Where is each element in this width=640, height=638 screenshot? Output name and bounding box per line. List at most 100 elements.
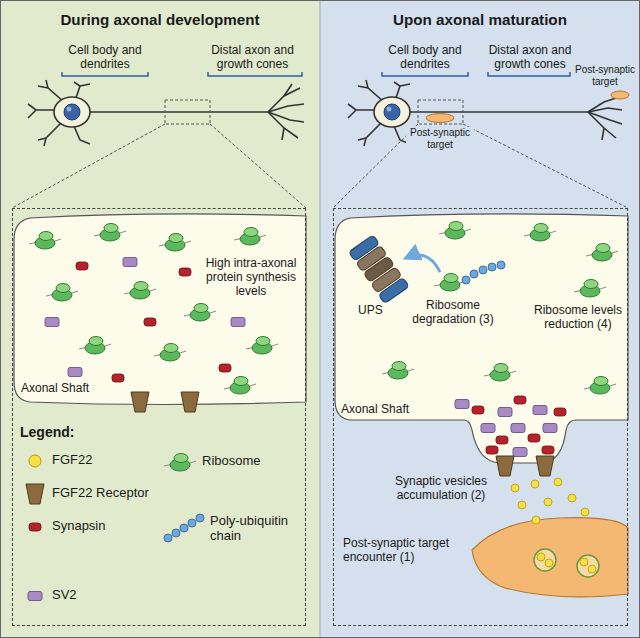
ribosomes: [382, 362, 414, 380]
region-label: Cell body and dendrites: [55, 44, 155, 72]
ribosomes: [484, 364, 516, 382]
post-synaptic-target: [611, 91, 629, 99]
neuron: [358, 122, 382, 140]
legend-symbols: [164, 534, 172, 542]
legend-label: FGF22: [52, 453, 152, 468]
neuron: [284, 84, 292, 96]
legend-symbols: [28, 592, 42, 601]
ribosomes: [29, 224, 278, 395]
neuron: [282, 128, 284, 140]
fgf22-molecules: [532, 516, 540, 524]
region-label: Axonal Shaft: [341, 403, 431, 417]
neuron: [384, 104, 400, 120]
ribosomes: [434, 274, 466, 292]
annotation-text: Post-synaptic target encounter (1): [343, 537, 463, 565]
ribosomes: [159, 234, 191, 252]
fgf22-molecules: [518, 501, 526, 509]
ribosomes: [224, 377, 256, 395]
ribosomes: [586, 244, 618, 262]
fgf22-molecules: [531, 480, 539, 488]
receptors: [536, 456, 554, 476]
zoom-frame: [418, 100, 463, 124]
vesicle-cluster: [498, 408, 512, 417]
post-synaptic-target: [472, 518, 628, 597]
synapsin-proteins: [112, 374, 124, 382]
vesicle-cluster: [554, 408, 566, 416]
ribosomes: [246, 337, 278, 355]
neuron: [394, 82, 400, 98]
neuron: [67, 107, 72, 112]
annotation-text: Ribosome levels reduction (4): [531, 304, 625, 332]
poly-ubiquitin-chain: [470, 270, 478, 278]
legend-symbols: [196, 514, 204, 522]
neuron: [74, 82, 80, 98]
synapsin-proteins: [76, 262, 88, 270]
ribosomes: [184, 304, 216, 322]
region-bracket: [62, 72, 148, 76]
callout-label: UPS: [358, 304, 398, 318]
vesicle-cluster: [486, 446, 498, 454]
fgf22-molecules: [511, 478, 589, 524]
panel: During axonal developmentHigh intra-axon…: [0, 0, 320, 638]
region-bracket: [208, 72, 302, 76]
region-bracket: [488, 72, 570, 76]
ribosomes: [584, 377, 616, 395]
neuron: [74, 126, 90, 144]
region-label: Distal axon and growth cones: [484, 44, 576, 72]
neuron: [364, 138, 366, 146]
poly-ubiquitin-chain: [497, 261, 505, 269]
axonal-shaft: [14, 214, 306, 405]
vesicle-cluster: [455, 400, 469, 409]
neuron: [358, 86, 384, 102]
ribosomes: [79, 337, 111, 355]
ribosomes: [46, 284, 78, 302]
fgf22-vesicles: [588, 565, 596, 573]
neuron: [88, 111, 268, 113]
region-label: Axonal Shaft: [21, 382, 111, 396]
vesicle-cluster: [481, 424, 495, 433]
neuron: [366, 80, 368, 88]
ribosomes: [154, 344, 186, 362]
panel-background: [0, 0, 320, 638]
fgf22-molecules: [511, 484, 519, 492]
neuron: [374, 97, 410, 127]
neuron: [28, 110, 36, 118]
legend-symbols: [180, 524, 188, 532]
ribosomes: [524, 224, 556, 242]
vesicle-cluster: [472, 406, 484, 414]
vesicle-cluster: [455, 396, 566, 457]
fgf22-vesicles: [545, 559, 553, 567]
legend-heading: Legend:: [20, 424, 120, 440]
receptors: [181, 392, 199, 412]
legend-label: Ribosome: [202, 454, 302, 469]
neuron: [54, 97, 90, 127]
fgf22-molecules: [568, 494, 576, 502]
legend-symbols: [26, 454, 204, 601]
panel-background: [320, 0, 640, 638]
neuron: [268, 88, 300, 112]
vesicle-cluster: [514, 396, 526, 404]
legend-symbols: [172, 529, 180, 537]
synapsin-proteins: [179, 268, 191, 276]
legend-label: Synapsin: [52, 519, 152, 534]
vesicle-cluster: [543, 424, 557, 433]
poly-ubiquitin-chain: [488, 263, 496, 271]
vesicle-cluster: [533, 406, 547, 415]
ribosomes: [574, 280, 606, 298]
neuron: [348, 80, 622, 146]
panel-heading: Upon axonal maturation: [320, 11, 640, 28]
neuron: [38, 86, 64, 102]
fgf22-vesicles: [577, 555, 599, 577]
neuron: [268, 104, 304, 112]
fgf22-molecules: [544, 498, 552, 506]
proteasome: [378, 277, 409, 303]
proteasome: [349, 235, 410, 304]
legend-label: SV2: [52, 588, 152, 603]
vesicle-cluster: [528, 434, 540, 442]
region-label: Distal axon and growth cones: [200, 44, 305, 72]
neuron: [348, 80, 629, 146]
neuron: [400, 84, 410, 86]
synapsin-proteins: [144, 318, 156, 326]
